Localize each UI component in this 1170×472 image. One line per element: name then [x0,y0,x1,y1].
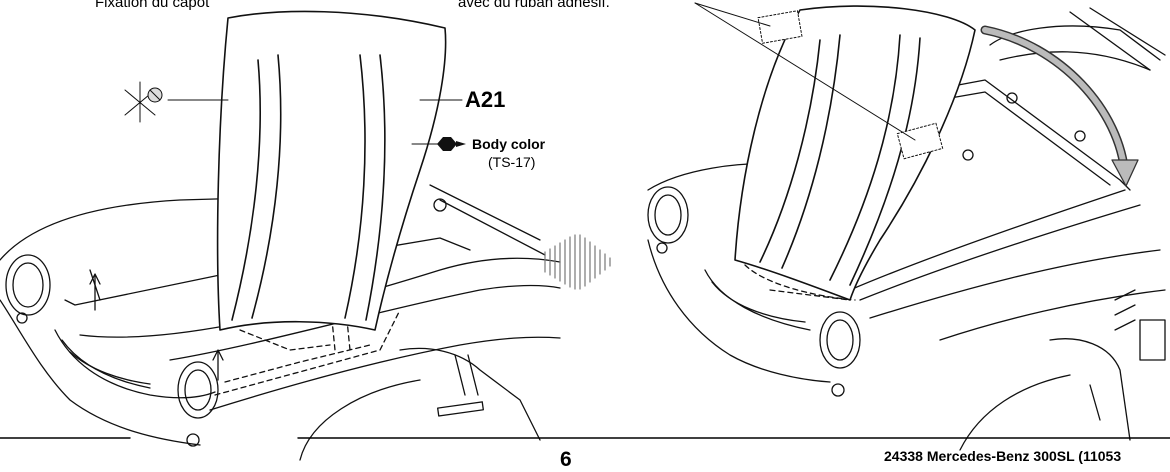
paint-color-label: Body color [472,136,546,152]
cement-tube-icon [124,81,163,123]
page-number: 6 [560,448,572,471]
caption-right: avec du ruban adhésif. [458,0,610,11]
adhesive-tape-pieces [757,10,944,160]
caption-left: Fixation du capot [95,0,210,11]
right-hood-panel-a21 [734,5,976,301]
left-hood-panel-a21 [216,10,447,331]
paint-code-label: (TS-17) [488,154,536,170]
hood-close-arrow [980,25,1139,187]
step-arrow [544,234,611,290]
right-leader-lines [694,2,916,141]
footer-title: 24338 Mercedes-Benz 300SL (11053 [884,448,1122,464]
hexagon-paint-icon [437,137,466,151]
part-number-label: A21 [465,87,506,112]
